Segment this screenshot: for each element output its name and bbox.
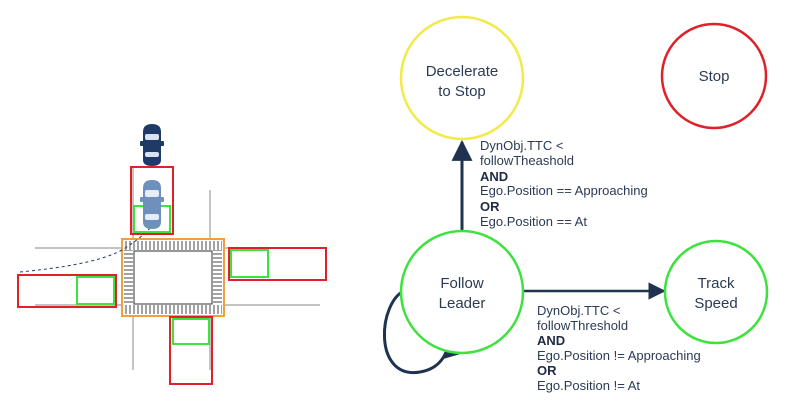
state-track-circle bbox=[663, 239, 769, 345]
state-stop[interactable]: Stop bbox=[660, 22, 768, 130]
condition-line: Ego.Position != Approaching bbox=[537, 348, 701, 363]
zone-west-at bbox=[76, 276, 115, 305]
zone-east-at bbox=[230, 249, 269, 278]
crosswalk-south bbox=[124, 305, 222, 314]
intersection-center bbox=[133, 250, 213, 305]
state-follow-label-line1: Follow bbox=[440, 275, 484, 292]
condition-operator: AND bbox=[537, 333, 565, 348]
condition-operator: AND bbox=[480, 169, 508, 184]
state-track-label-line1: Track bbox=[698, 275, 735, 292]
condition-line: DynObj.TTC < bbox=[480, 138, 563, 153]
condition-line: followThreshold bbox=[537, 318, 628, 333]
zone-south-approach bbox=[169, 316, 213, 385]
zone-west-approach bbox=[17, 274, 117, 308]
state-stop-label: Stop bbox=[699, 68, 730, 85]
condition-to-decelerate: DynObj.TTC < followTheashold AND Ego.Pos… bbox=[480, 138, 648, 229]
state-track-label-line2: Speed bbox=[694, 295, 737, 312]
condition-line: followTheashold bbox=[480, 153, 574, 168]
condition-line: Ego.Position == At bbox=[480, 214, 587, 229]
state-decelerate-to-stop[interactable]: Decelerate to Stop bbox=[399, 15, 525, 141]
intersection-illustration bbox=[17, 124, 327, 385]
state-follow-circle bbox=[399, 229, 525, 355]
condition-line: Ego.Position == Approaching bbox=[480, 183, 648, 198]
zone-north-approach bbox=[130, 166, 174, 235]
zone-east-approach bbox=[228, 247, 327, 281]
state-follow-leader[interactable]: Follow Leader bbox=[399, 229, 525, 355]
state-track-speed[interactable]: Track Speed bbox=[663, 239, 769, 345]
crosswalk-west bbox=[124, 250, 133, 305]
condition-line: DynObj.TTC < bbox=[537, 303, 620, 318]
state-follow-label-line2: Leader bbox=[439, 295, 486, 312]
lead-car-icon bbox=[140, 124, 164, 166]
state-decelerate-label-line2: to Stop bbox=[438, 83, 486, 100]
condition-line: Ego.Position != At bbox=[537, 378, 640, 393]
condition-operator: OR bbox=[537, 363, 557, 378]
crosswalk-north bbox=[124, 241, 222, 250]
crosswalk-east bbox=[213, 250, 222, 305]
condition-operator: OR bbox=[480, 199, 500, 214]
state-decelerate-label-line1: Decelerate bbox=[426, 63, 499, 80]
state-stop-circle bbox=[660, 22, 768, 130]
state-decelerate-circle bbox=[399, 15, 525, 141]
ego-car-icon bbox=[140, 180, 164, 229]
zone-south-at bbox=[172, 318, 210, 345]
condition-to-track: DynObj.TTC < followThreshold AND Ego.Pos… bbox=[537, 303, 701, 393]
state-machine: Decelerate to Stop Stop Follow Leader Tr… bbox=[382, 15, 769, 393]
